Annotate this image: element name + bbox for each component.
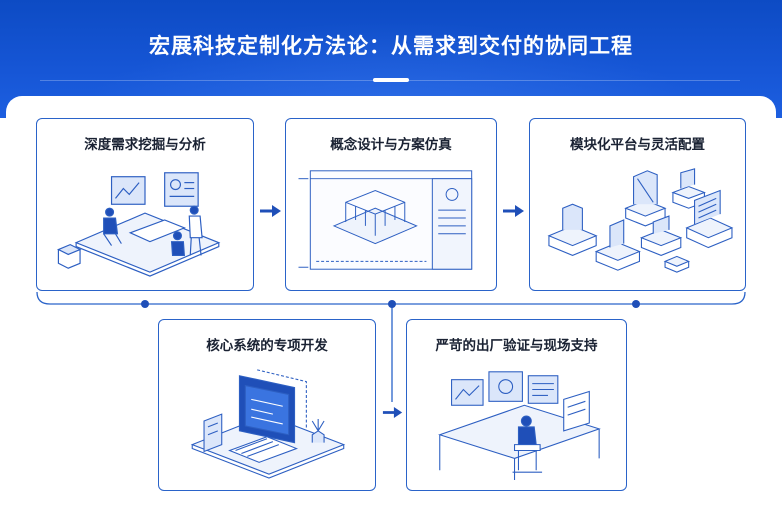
arrow-right-icon xyxy=(382,406,404,419)
arrow-right-icon xyxy=(502,204,526,218)
step-card-concept-design: 概念设计与方案仿真 xyxy=(285,118,497,291)
step-card-requirements-analysis: 深度需求挖掘与分析 xyxy=(36,118,254,291)
step-card-validation-and-support: 严苛的出厂验证与现场支持 xyxy=(406,319,627,491)
connector-dot-center xyxy=(388,300,396,308)
arrow-right-icon xyxy=(259,204,283,218)
title-underline-accent xyxy=(373,78,409,82)
step-card-core-system-development: 核心系统的专项开发 xyxy=(158,319,376,491)
step-title: 深度需求挖掘与分析 xyxy=(84,137,206,153)
cad-blueprint-illustration-icon xyxy=(294,159,488,282)
step-title: 核心系统的专项开发 xyxy=(206,338,328,354)
modular-blocks-illustration-icon xyxy=(538,159,737,282)
connector-dot-left xyxy=(141,300,149,308)
step-title: 模块化平台与灵活配置 xyxy=(570,137,705,153)
step-title: 严苛的出厂验证与现场支持 xyxy=(435,338,598,354)
step-card-modular-platform: 模块化平台与灵活配置 xyxy=(529,118,746,291)
team-analysis-illustration-icon xyxy=(45,159,245,282)
connector-dot-right xyxy=(632,300,640,308)
engineer-testing-illustration-icon xyxy=(415,360,618,482)
step-title: 概念设计与方案仿真 xyxy=(330,137,452,153)
page-title: 宏展科技定制化方法论：从需求到交付的协同工程 xyxy=(149,34,633,58)
workstation-development-illustration-icon xyxy=(167,360,367,482)
